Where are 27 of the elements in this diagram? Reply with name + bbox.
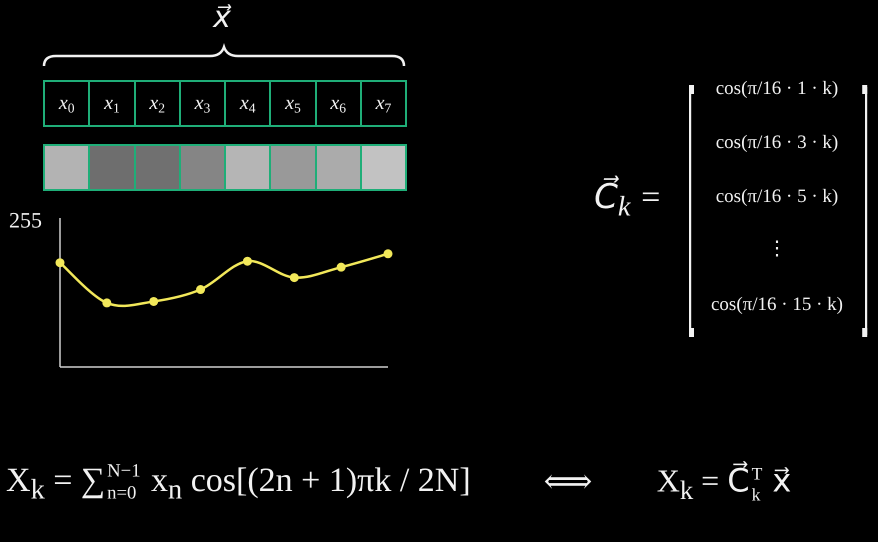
vertical-ellipsis: ⋮ — [767, 238, 787, 260]
pixel-square — [360, 144, 408, 191]
vector-label: x⃗ — [213, 0, 231, 36]
sample-box: x$_{3}$ — [178, 80, 226, 127]
sample-box: x$_{5}$ — [269, 80, 317, 127]
sample-box: x$_{4}$ — [224, 80, 272, 127]
sample-box: x$_{0}$ — [43, 80, 90, 127]
matrix-entry: cos(π/16 · 3 · k) — [716, 132, 838, 154]
vector-definition: C⃗$_{k}$ = — [594, 178, 662, 224]
pixel-square — [178, 144, 226, 191]
matrix-entry: cos(π/16 · 5 · k) — [716, 186, 838, 208]
pixel-square — [43, 144, 90, 191]
pixel-square — [134, 144, 181, 191]
pixel-square — [88, 144, 136, 191]
equivalence-symbol: ⟺ — [544, 462, 592, 502]
sample-box: x$_{1}$ — [88, 80, 136, 127]
dct-formula: X$_{k}$ = ∑$_{n=0}$$^{N−1}$ x$_{n}$ cos[(2n + 1)πk / 2N] — [6, 460, 471, 508]
sample-box: x$_{7}$ — [360, 80, 408, 127]
sample-box: x$_{6}$ — [314, 80, 362, 127]
pixel-square — [314, 144, 362, 191]
matrix-entry: cos(π/16 · 15 · k) — [711, 294, 843, 316]
axis-label: 255 — [9, 207, 42, 233]
matrix-entry: cos(π/16 · 1 · k) — [716, 78, 838, 100]
pixel-square — [269, 144, 317, 191]
pixel-square — [224, 144, 272, 191]
sample-box: x$_{2}$ — [134, 80, 181, 127]
matrix-form-formula: X$_{k}$ = C⃗$_{k}$$^{T}$ x⃗ — [656, 462, 792, 506]
